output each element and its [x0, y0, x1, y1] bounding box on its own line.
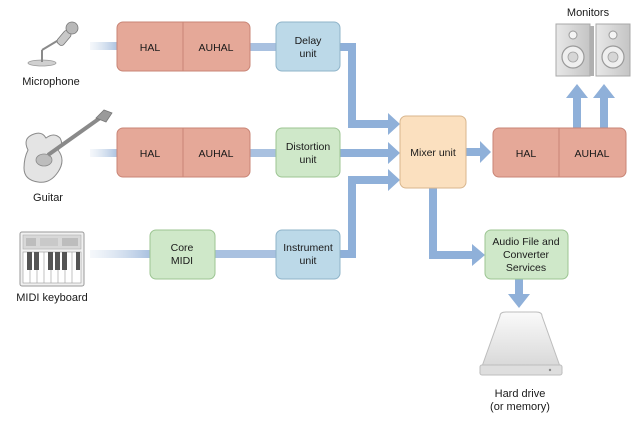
- monitors-icon: [555, 23, 631, 77]
- mixer-to-audiofile-arrow: [429, 188, 485, 266]
- audio-file-label-line3: Services: [506, 262, 546, 274]
- row1-auhal-label: AUHAL: [198, 42, 233, 54]
- row1-hal-auhal-box: HAL AUHAL: [116, 21, 251, 72]
- row1-connector: [250, 43, 276, 51]
- guitar-icon: [23, 109, 113, 183]
- audiofile-to-drive-arrow: [508, 278, 530, 308]
- arrows-to-mixer: [340, 43, 400, 258]
- delay-to-mixer-arrow: [340, 43, 400, 135]
- microphone-label: Microphone: [22, 76, 79, 88]
- microphone-icon: [27, 21, 79, 67]
- output-auhal-label: AUHAL: [574, 148, 609, 160]
- mixer-unit-box: Mixer unit: [399, 115, 467, 189]
- output-to-monitors-arrows: [566, 84, 615, 128]
- distortion-to-mixer-arrow: [340, 142, 400, 164]
- row2-connector: [250, 149, 276, 157]
- hard-drive-label-line2: (or memory): [490, 401, 550, 413]
- instrument-unit-label-line2: unit: [300, 255, 317, 267]
- guitar-label: Guitar: [33, 192, 63, 204]
- hard-drive-icon: [479, 311, 563, 376]
- mixer-to-output-arrow: [466, 141, 491, 163]
- core-midi-label-line2: MIDI: [171, 255, 193, 267]
- delay-unit-label-line2: unit: [300, 48, 317, 60]
- instrument-to-mixer-arrow: [340, 169, 400, 258]
- audio-file-services-box: Audio File and Converter Services: [484, 229, 569, 280]
- up-arrow-right: [593, 84, 615, 128]
- audio-file-label-line2: Converter: [503, 249, 550, 261]
- microphone-connector: [90, 42, 118, 50]
- instrument-unit-box: Instrument unit: [275, 229, 341, 280]
- keyboard-connector: [90, 250, 150, 258]
- midi-keyboard-icon: [19, 231, 85, 287]
- output-hal-label: HAL: [516, 148, 537, 160]
- guitar-connector: [90, 149, 118, 157]
- audio-file-label-line1: Audio File and: [492, 236, 559, 248]
- delay-unit-box: Delay unit: [275, 21, 341, 72]
- distortion-unit-box: Distortion unit: [275, 127, 341, 178]
- core-midi-label-line1: Core: [171, 242, 194, 254]
- midi-keyboard-label: MIDI keyboard: [16, 292, 88, 304]
- row1-hal-label: HAL: [140, 42, 161, 54]
- instrument-unit-label-line1: Instrument: [283, 242, 333, 254]
- output-hal-auhal-box: HAL AUHAL: [492, 127, 627, 178]
- distortion-unit-label-line2: unit: [300, 154, 317, 166]
- delay-unit-label-line1: Delay: [295, 35, 323, 47]
- up-arrow-left: [566, 84, 588, 128]
- mixer-unit-label: Mixer unit: [410, 147, 456, 159]
- monitors-label: Monitors: [567, 7, 610, 19]
- row2-hal-label: HAL: [140, 148, 161, 160]
- row2-hal-auhal-box: HAL AUHAL: [116, 127, 251, 178]
- core-midi-box: Core MIDI: [149, 229, 216, 280]
- hard-drive-label-line1: Hard drive: [495, 388, 546, 400]
- distortion-unit-label-line1: Distortion: [286, 141, 331, 153]
- row3-connector: [215, 250, 276, 258]
- row2-auhal-label: AUHAL: [198, 148, 233, 160]
